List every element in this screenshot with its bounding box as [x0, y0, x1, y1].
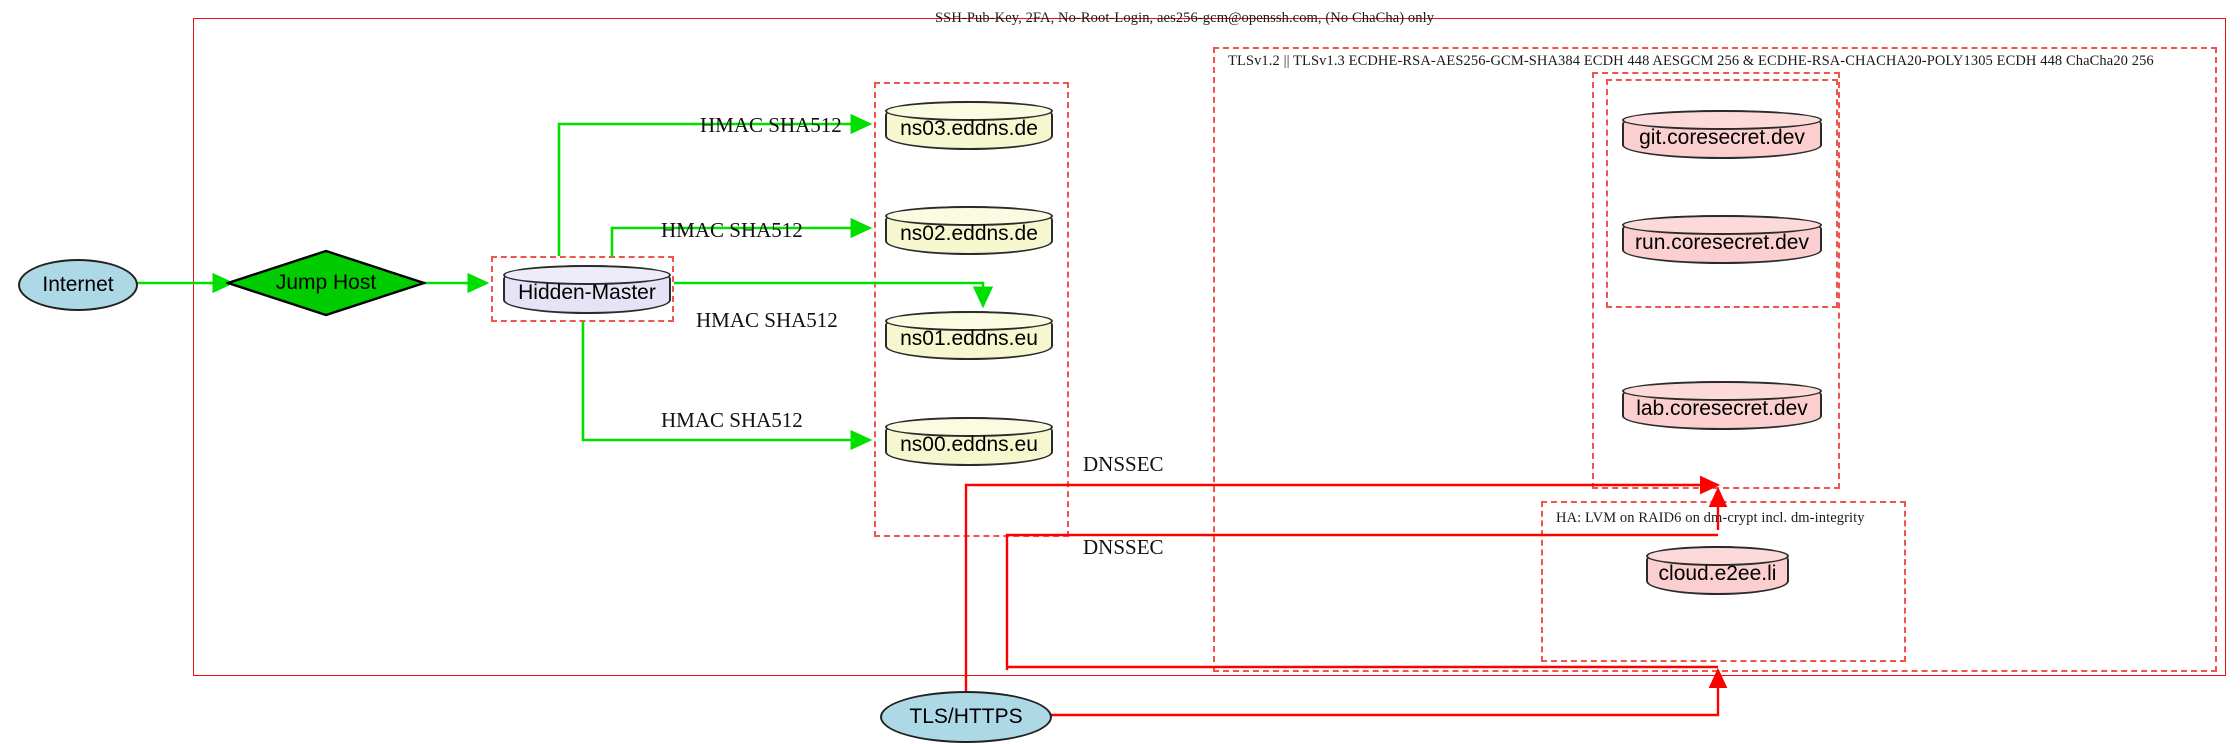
cylinder-top-icon [1646, 546, 1789, 566]
boundary-hidden-master-zone [491, 256, 674, 322]
node-ns03[interactable]: ns03.eddns.de [885, 101, 1053, 150]
cylinder-top-icon [885, 206, 1053, 226]
cylinder-top-icon [503, 265, 671, 285]
node-internet-label: Internet [42, 273, 114, 296]
cylinder-top-icon [1622, 110, 1822, 130]
node-git-coresecret-label: git.coresecret.dev [1639, 126, 1805, 149]
edge-label-dnssec-upper: DNSSEC [1083, 452, 1164, 476]
node-ns03-label: ns03.eddns.de [900, 117, 1038, 140]
edge-label-hmac-ns02: HMAC SHA512 [661, 218, 803, 242]
boundary-dns-zone [874, 82, 1069, 537]
node-ns01-label: ns01.eddns.eu [900, 327, 1038, 350]
boundary-storage-zone-label: HA: LVM on RAID6 on dm-crypt incl. dm-in… [1556, 510, 1865, 526]
node-jump-host-label: Jump Host [275, 271, 377, 294]
node-internet[interactable]: Internet [18, 259, 138, 311]
node-ns00-label: ns00.eddns.eu [900, 433, 1038, 456]
node-run-coresecret[interactable]: run.coresecret.dev [1622, 215, 1822, 264]
diamond-icon [226, 249, 426, 317]
node-ns02[interactable]: ns02.eddns.de [885, 206, 1053, 255]
node-ns00[interactable]: ns00.eddns.eu [885, 417, 1053, 466]
boundary-ssh-zone [193, 18, 2226, 676]
boundary-tls-zone-label: TLSv1.2 || TLSv1.3 ECDHE-RSA-AES256-GCM-… [1228, 53, 2154, 69]
node-hidden-master-label: Hidden-Master [518, 281, 656, 304]
node-lab-coresecret[interactable]: lab.coresecret.dev [1622, 381, 1822, 430]
edge-label-dnssec-lower: DNSSEC [1083, 535, 1164, 559]
node-git-coresecret[interactable]: git.coresecret.dev [1622, 110, 1822, 159]
node-run-coresecret-label: run.coresecret.dev [1635, 231, 1809, 254]
node-cloud-e2ee-label: cloud.e2ee.li [1658, 562, 1777, 585]
cylinder-top-icon [1622, 381, 1822, 401]
cylinder-top-icon [1622, 215, 1822, 235]
edge-label-hmac-ns01: HMAC SHA512 [696, 308, 838, 332]
node-ns02-label: ns02.eddns.de [900, 222, 1038, 245]
node-tls-https[interactable]: TLS/HTTPS [880, 691, 1052, 743]
node-tls-https-label: TLS/HTTPS [909, 705, 1023, 728]
cylinder-top-icon [885, 311, 1053, 331]
node-hidden-master[interactable]: Hidden-Master [503, 265, 671, 314]
cylinder-top-icon [885, 417, 1053, 437]
node-ns01[interactable]: ns01.eddns.eu [885, 311, 1053, 360]
boundary-gitrun-zone [1606, 79, 1838, 308]
boundary-ssh-zone-label: SSH-Pub-Key, 2FA, No-Root-Login, aes256-… [935, 10, 1435, 26]
cylinder-top-icon [885, 101, 1053, 121]
node-jump-host[interactable]: Jump Host [226, 249, 426, 317]
node-cloud-e2ee[interactable]: cloud.e2ee.li [1646, 546, 1789, 595]
node-lab-coresecret-label: lab.coresecret.dev [1636, 397, 1808, 420]
edge-label-hmac-ns00: HMAC SHA512 [661, 408, 803, 432]
edge-label-hmac-ns03: HMAC SHA512 [700, 113, 842, 137]
